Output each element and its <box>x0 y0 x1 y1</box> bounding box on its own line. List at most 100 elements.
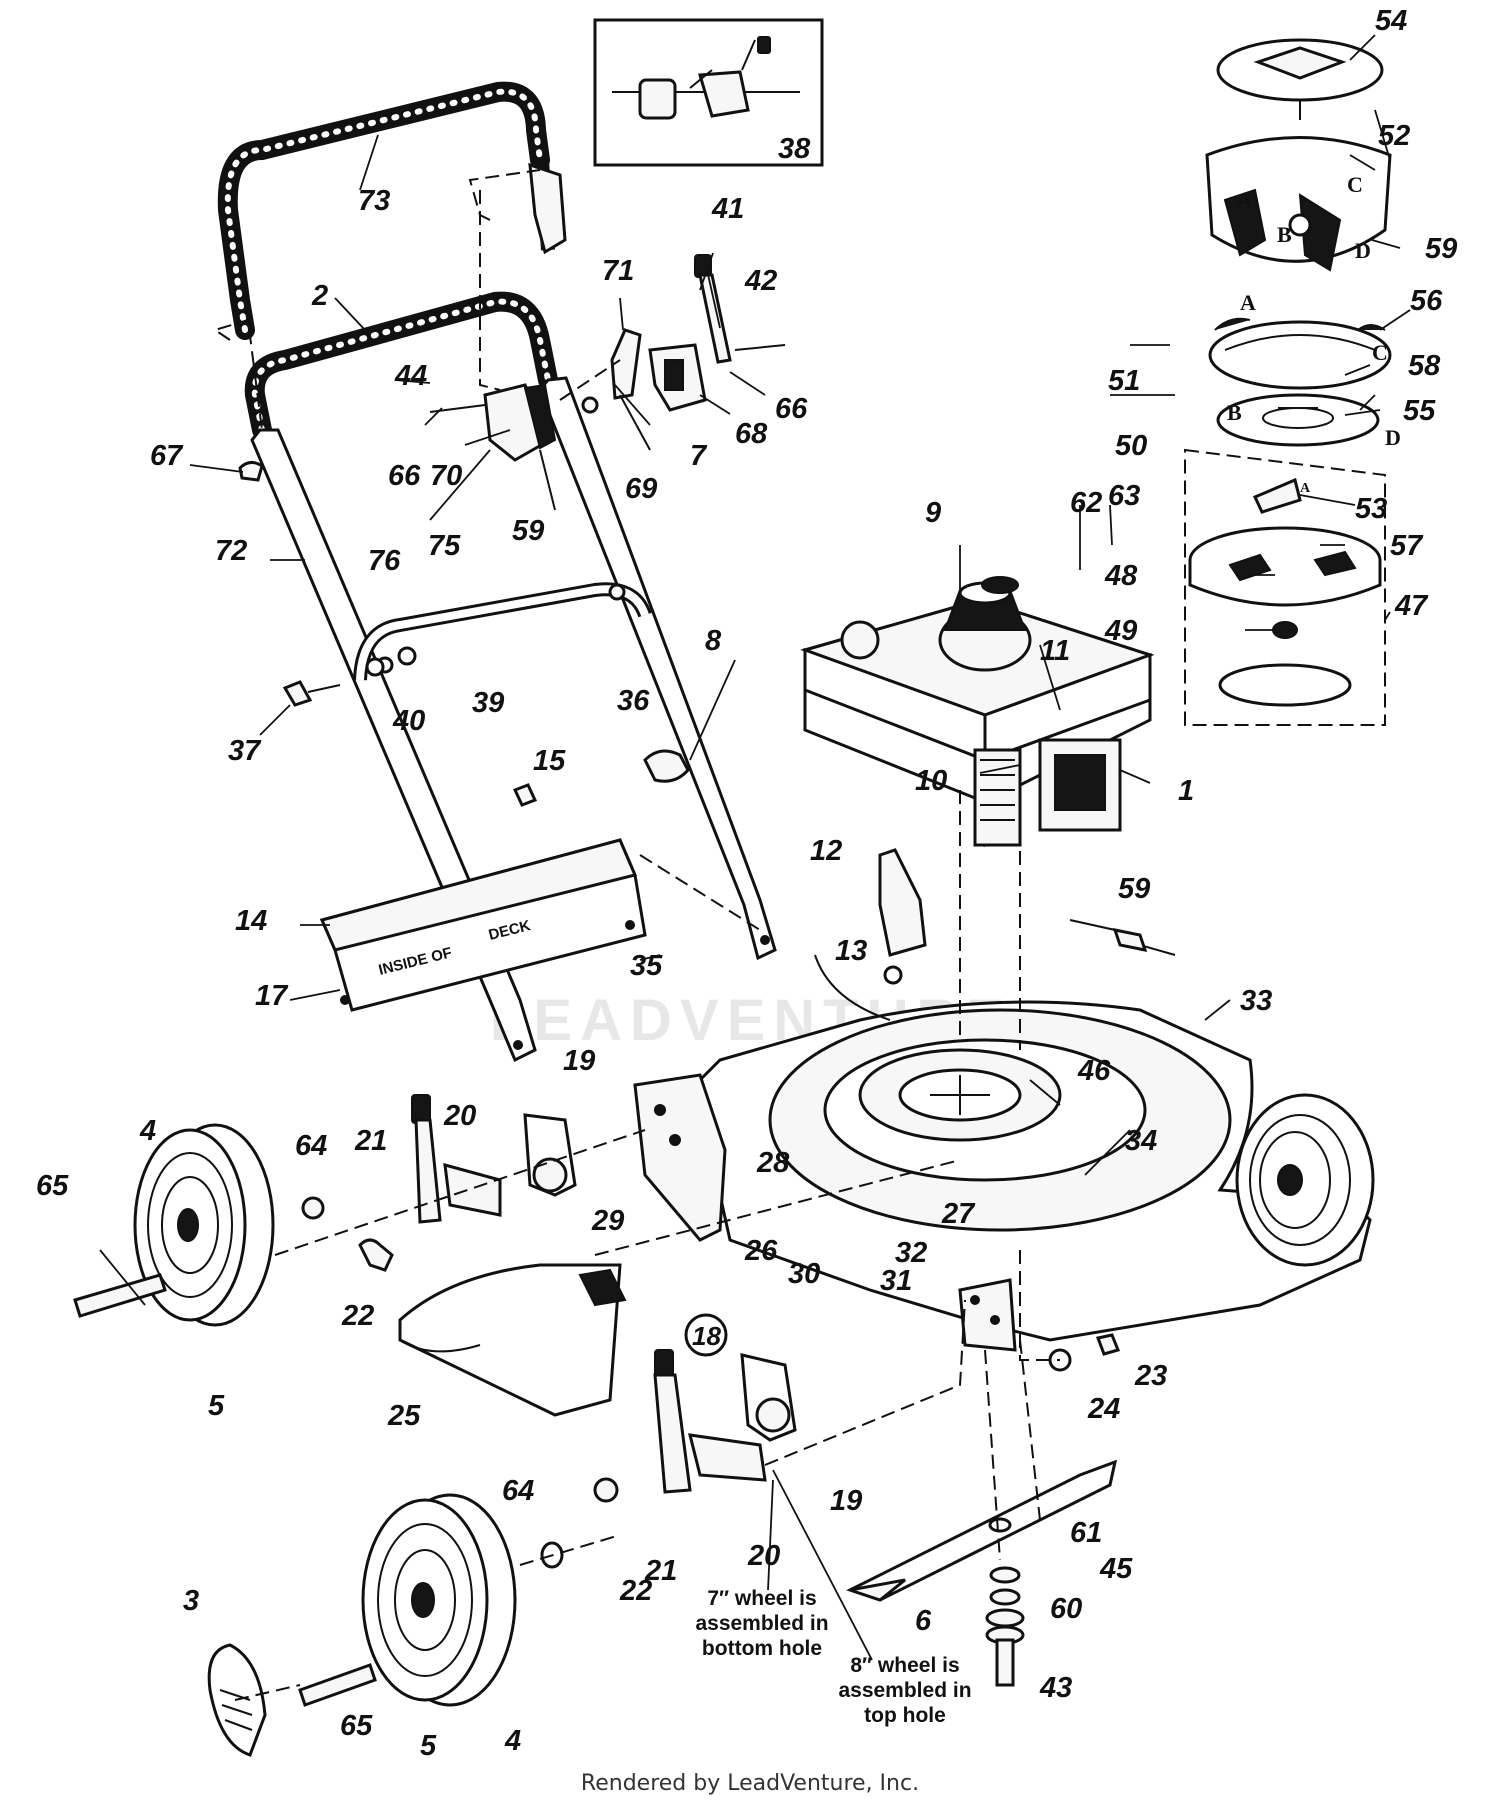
callout-35: 35 <box>630 950 663 982</box>
callout-9: 9 <box>925 497 941 529</box>
callout-3: 3 <box>183 1585 199 1617</box>
svg-text:bottom hole: bottom hole <box>702 1637 822 1660</box>
callout-21b: 21 <box>644 1555 677 1587</box>
crossbar-76 <box>353 582 652 681</box>
callout-30: 30 <box>788 1258 820 1290</box>
svg-text:A: A <box>1240 290 1256 315</box>
callout-56: 56 <box>1410 285 1443 317</box>
callout-7: 7 <box>690 440 708 472</box>
engine-1 <box>800 576 1155 848</box>
detail-box-38: 38 <box>593 18 824 167</box>
callout-44: 44 <box>394 360 427 392</box>
callout-21: 21 <box>354 1125 387 1157</box>
callout-40: 40 <box>392 705 425 737</box>
callout-59c: 59 <box>1118 873 1150 905</box>
callout-6: 6 <box>915 1605 932 1637</box>
callout-29: 29 <box>591 1205 624 1237</box>
height-adjuster-lower <box>593 1349 797 1503</box>
callout-4b: 4 <box>504 1725 521 1757</box>
callout-12: 12 <box>810 835 842 867</box>
footer-credit: Rendered by LeadVenture, Inc. <box>580 1771 920 1796</box>
callout-65b: 65 <box>340 1710 373 1742</box>
callout-43: 43 <box>1039 1672 1072 1704</box>
svg-text:7″ wheel is: 7″ wheel is <box>707 1587 816 1610</box>
callout-59: 59 <box>1425 233 1457 265</box>
callout-64b: 64 <box>502 1475 534 1507</box>
deck-wheel-rear-right <box>1235 1093 1375 1267</box>
alignment-lines <box>212 169 1060 1701</box>
callout-49: 49 <box>1104 615 1137 647</box>
callout-67: 67 <box>150 440 184 472</box>
note-eight-inch-wheel: 8″ wheel is assembled in top hole <box>838 1654 971 1727</box>
upper-handle-73 <box>217 81 567 340</box>
callout-46: 46 <box>1077 1055 1111 1087</box>
callout-50: 50 <box>1115 430 1147 462</box>
callout-48: 48 <box>1104 560 1138 592</box>
callout-26: 26 <box>744 1235 778 1267</box>
callout-61: 61 <box>1070 1517 1102 1549</box>
leader-lines <box>99 34 1411 1306</box>
blade-adapter-47-box <box>1184 448 1386 726</box>
callout-8: 8 <box>705 625 722 657</box>
callout-27: 27 <box>941 1198 976 1230</box>
svg-text:assembled in: assembled in <box>838 1679 971 1702</box>
callout-5: 5 <box>208 1390 225 1422</box>
callout-25: 25 <box>387 1400 421 1432</box>
callout-39: 39 <box>472 687 504 719</box>
callout-31: 31 <box>880 1265 912 1297</box>
callout-36: 36 <box>617 685 650 717</box>
callout-24: 24 <box>1087 1393 1120 1425</box>
callout-63: 63 <box>1108 480 1140 512</box>
callout-53: 53 <box>1355 493 1387 525</box>
throttle-control-68 <box>581 254 786 451</box>
callout-22b: 22 <box>619 1575 652 1607</box>
height-adjuster-21-20-19 <box>301 1094 577 1272</box>
callout-52: 52 <box>1378 120 1410 152</box>
callout-15: 15 <box>533 745 566 777</box>
callout-76: 76 <box>368 545 401 577</box>
lower-handle-8 <box>538 376 777 961</box>
deflector-25 <box>398 1263 627 1417</box>
callout-69: 69 <box>625 473 657 505</box>
callout-71: 71 <box>602 255 634 287</box>
callout-10: 10 <box>915 765 947 797</box>
callout-73: 73 <box>358 185 390 217</box>
svg-text:D: D <box>1355 238 1371 263</box>
callout-32: 32 <box>895 1237 927 1269</box>
blade-6 <box>846 1459 1118 1687</box>
svg-text:A: A <box>1237 188 1253 213</box>
callout-37: 37 <box>228 735 262 767</box>
callout-5b: 5 <box>420 1730 437 1762</box>
svg-text:B: B <box>1227 400 1242 425</box>
callout-66b: 66 <box>388 460 421 492</box>
assembly-letters: A B C D A B C D A <box>1227 172 1401 496</box>
label-38: 38 <box>778 133 811 165</box>
callout-65: 65 <box>36 1170 69 1202</box>
callout-64: 64 <box>295 1130 327 1162</box>
callout-72: 72 <box>215 535 247 567</box>
svg-text:D: D <box>1385 425 1401 450</box>
circled-label-18: 18 <box>684 1313 728 1357</box>
note-arrows <box>767 1469 873 1661</box>
nuts-23-24 <box>1048 1333 1121 1372</box>
blade-assembly-top <box>1205 38 1392 447</box>
callout-1: 1 <box>1178 775 1194 807</box>
callout-55: 55 <box>1403 395 1436 427</box>
handle-knobs <box>238 461 417 707</box>
spark-plug-wire-59 <box>1069 919 1176 956</box>
wheel-4-bottom <box>298 1493 564 1707</box>
callout-62: 62 <box>1070 487 1102 519</box>
callout-54: 54 <box>1375 5 1407 37</box>
svg-text:B: B <box>1277 222 1292 247</box>
deck-33 <box>633 1000 1372 1352</box>
callout-75: 75 <box>428 530 461 562</box>
callout-45: 45 <box>1099 1553 1133 1585</box>
callout-70: 70 <box>430 460 462 492</box>
callout-23: 23 <box>1134 1360 1167 1392</box>
callout-20: 20 <box>443 1100 476 1132</box>
callout-19: 19 <box>563 1045 595 1077</box>
control-bracket-70-75 <box>429 383 557 511</box>
callout-60: 60 <box>1050 1593 1082 1625</box>
callout-4: 4 <box>139 1115 156 1147</box>
